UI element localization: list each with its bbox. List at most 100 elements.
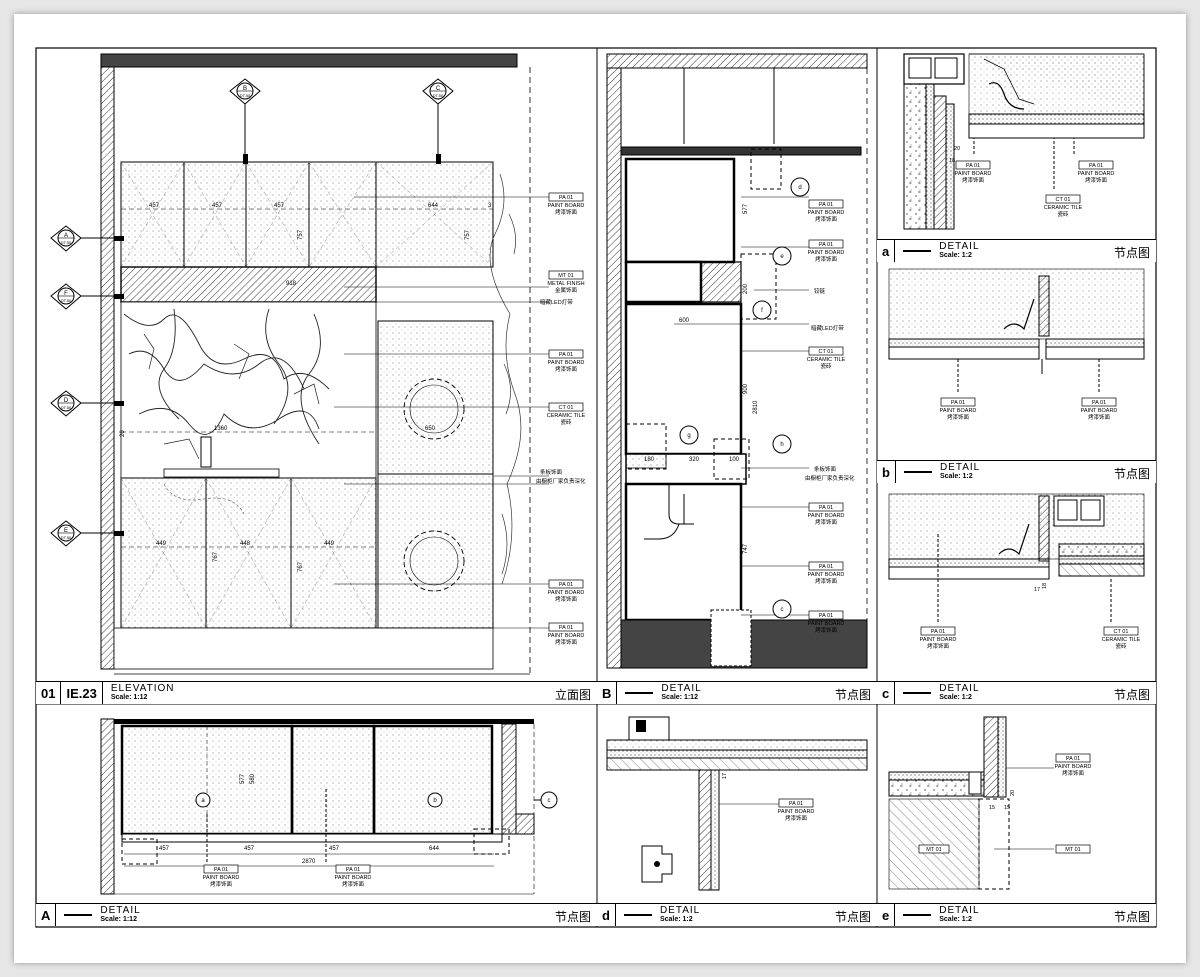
svg-text:PAINT BOARD: PAINT BOARD	[955, 171, 992, 177]
panel-letter: e	[877, 904, 896, 926]
svg-text:PA 01: PA 01	[559, 195, 573, 201]
titlebar-B: B DETAIL Scale: 1:12 节点图	[597, 681, 877, 704]
callout-C-letter: C	[436, 86, 441, 92]
svg-text:METAL FINISH: METAL FINISH	[547, 281, 584, 287]
section-A: A DT.50	[50, 225, 82, 252]
svg-text:PA 01: PA 01	[966, 163, 980, 169]
tag-ct: CT 01 CERAMIC TILE 瓷砖	[547, 402, 586, 426]
note-led-section: 暗藏LED灯带	[811, 324, 844, 332]
panel-code: IE.23	[61, 682, 103, 704]
svg-text:条板饰面: 条板饰面	[814, 465, 837, 473]
svg-text:a: a	[201, 798, 205, 804]
svg-text:PAINT BOARD: PAINT BOARD	[548, 590, 585, 596]
svg-text:f: f	[761, 308, 763, 314]
panel-scale: Scale: 1:2	[939, 473, 973, 480]
dim-top-1: 457	[149, 203, 160, 209]
panel-letter: a	[877, 240, 896, 262]
svg-text:烤漆饰面: 烤漆饰面	[342, 880, 365, 888]
svg-text:PAINT BOARD: PAINT BOARD	[940, 408, 977, 414]
svg-text:PAINT BOARD: PAINT BOARD	[778, 809, 815, 815]
panel-title: DETAIL	[661, 683, 702, 694]
panel-title-cn: 立面图	[554, 688, 591, 702]
titlebar-c: c DETAIL Scale: 1:2 节点图	[877, 681, 1156, 704]
svg-text:MT 01: MT 01	[558, 273, 574, 279]
section-B-tags: PA 01 PAINT BOARD 烤漆饰面 PA 01 PAINT BOARD…	[805, 199, 855, 634]
detail-c-drawing	[888, 493, 1145, 624]
tag-pa-4: PA 01 PAINT BOARD 烤漆饰面	[548, 622, 584, 646]
svg-text:烤漆饰面: 烤漆饰面	[555, 208, 578, 216]
dim-lower-height: 767	[213, 551, 219, 562]
svg-text:烤漆饰面: 烤漆饰面	[555, 638, 578, 646]
callout-B-letter: B	[243, 86, 247, 92]
svg-text:瓷砖: 瓷砖	[1115, 642, 1127, 650]
note-cabinet1: 条板饰面	[540, 468, 563, 476]
title-rule	[903, 471, 932, 473]
svg-text:烤漆饰面: 烤漆饰面	[1088, 413, 1111, 421]
svg-text:18: 18	[1042, 583, 1048, 589]
svg-text:CERAMIC TILE: CERAMIC TILE	[547, 413, 586, 419]
svg-text:CT 01: CT 01	[1056, 197, 1071, 203]
callout-B-sheet: DT.50	[240, 93, 251, 98]
svg-text:2810: 2810	[753, 400, 759, 414]
plan-A-tags: PA 01 PAINT BOARD 烤漆饰面 PA 01 PAINT BOARD…	[203, 864, 371, 888]
drawing-canvas: 457 457 457 644 3 757 757 918 1360 650 4…	[35, 47, 1157, 928]
svg-text:烤漆饰面: 烤漆饰面	[962, 176, 985, 184]
tag-pa-3: PA 01 PAINT BOARD 烤漆饰面	[548, 579, 585, 603]
svg-text:PA 01: PA 01	[214, 867, 228, 873]
dim-lower-height-2: 767	[298, 561, 304, 572]
svg-text:PAINT BOARD: PAINT BOARD	[808, 572, 845, 578]
dim-upper-height-2: 757	[465, 229, 471, 240]
svg-text:PA 01: PA 01	[789, 801, 803, 807]
panel-scale: Scale: 1:12	[100, 916, 137, 923]
svg-text:CT 01: CT 01	[559, 405, 574, 411]
svg-text:PA 01: PA 01	[559, 625, 573, 631]
panel-title-cn: 节点图	[1113, 467, 1150, 481]
svg-text:CERAMIC TILE: CERAMIC TILE	[807, 357, 846, 363]
note-cabinet2: 由橱柜厂家负责深化	[536, 477, 586, 485]
svg-text:PAINT BOARD: PAINT BOARD	[548, 360, 585, 366]
svg-text:PAINT BOARD: PAINT BOARD	[808, 513, 845, 519]
svg-text:15: 15	[1004, 805, 1010, 811]
svg-text:PA 01: PA 01	[931, 629, 945, 635]
svg-text:457: 457	[329, 846, 340, 852]
svg-text:900: 900	[743, 383, 749, 394]
detail-b-labels: PA 01 PAINT BOARD 烤漆饰面 PA 01 PAINT BOARD…	[940, 397, 1117, 421]
elevation-dimensions: 457 457 457 644 3 757 757 918 1360 650 4…	[120, 203, 492, 572]
svg-text:瓷砖: 瓷砖	[1057, 210, 1069, 218]
section-F: F DT.50	[50, 283, 82, 310]
svg-text:PAINT BOARD: PAINT BOARD	[1078, 171, 1115, 177]
svg-text:MT 01: MT 01	[926, 847, 942, 853]
panel-title: DETAIL	[939, 683, 980, 694]
svg-text:577: 577	[743, 203, 749, 214]
note-led-elev: 暗藏LED灯带	[540, 298, 573, 306]
detail-a-labels: 20 18 PA 01 PAINT BOARD 烤漆饰面 PA 01 PAINT…	[949, 146, 1114, 218]
dim-top-4: 644	[428, 203, 439, 209]
detail-d-labels: 17 PA 01 PAINT BOARD 烤漆饰面	[722, 773, 814, 822]
section-F-sheet: DT.50	[61, 298, 72, 303]
panel-title-cn: 节点图	[834, 688, 871, 702]
svg-text:20: 20	[1010, 790, 1016, 796]
svg-text:瓷砖: 瓷砖	[560, 418, 572, 426]
tag-mt: MT 01 METAL FINISH 金属饰面	[547, 270, 585, 294]
svg-text:烤漆饰面: 烤漆饰面	[555, 595, 578, 603]
svg-text:d: d	[798, 185, 801, 191]
svg-text:CT 01: CT 01	[1114, 629, 1129, 635]
svg-text:100: 100	[729, 457, 740, 463]
panel-scale: Scale: 1:2	[939, 694, 972, 701]
svg-text:g: g	[687, 433, 690, 439]
dim-side: 20	[120, 430, 126, 437]
section-E-sheet: DT.50	[61, 535, 72, 540]
svg-text:烤漆饰面: 烤漆饰面	[815, 626, 838, 634]
titlebar-b: b DETAIL Scale: 1:2 节点图	[877, 460, 1156, 483]
panel-letter: c	[877, 682, 896, 704]
svg-text:457: 457	[244, 846, 255, 852]
panel-title-cn: 节点图	[554, 910, 591, 924]
drawing-sheet: 457 457 457 644 3 757 757 918 1360 650 4…	[14, 14, 1186, 963]
title-rule	[903, 692, 932, 694]
title-rule	[903, 250, 932, 252]
svg-text:PA 01: PA 01	[819, 242, 833, 248]
svg-text:b: b	[433, 798, 437, 804]
elevation-material-tags: PA 01 PAINT BOARD 烤漆饰面 MT 01 METAL FINIS…	[536, 192, 586, 646]
callout-C-sheet: DT.50	[433, 93, 444, 98]
svg-text:CERAMIC TILE: CERAMIC TILE	[1044, 205, 1083, 211]
